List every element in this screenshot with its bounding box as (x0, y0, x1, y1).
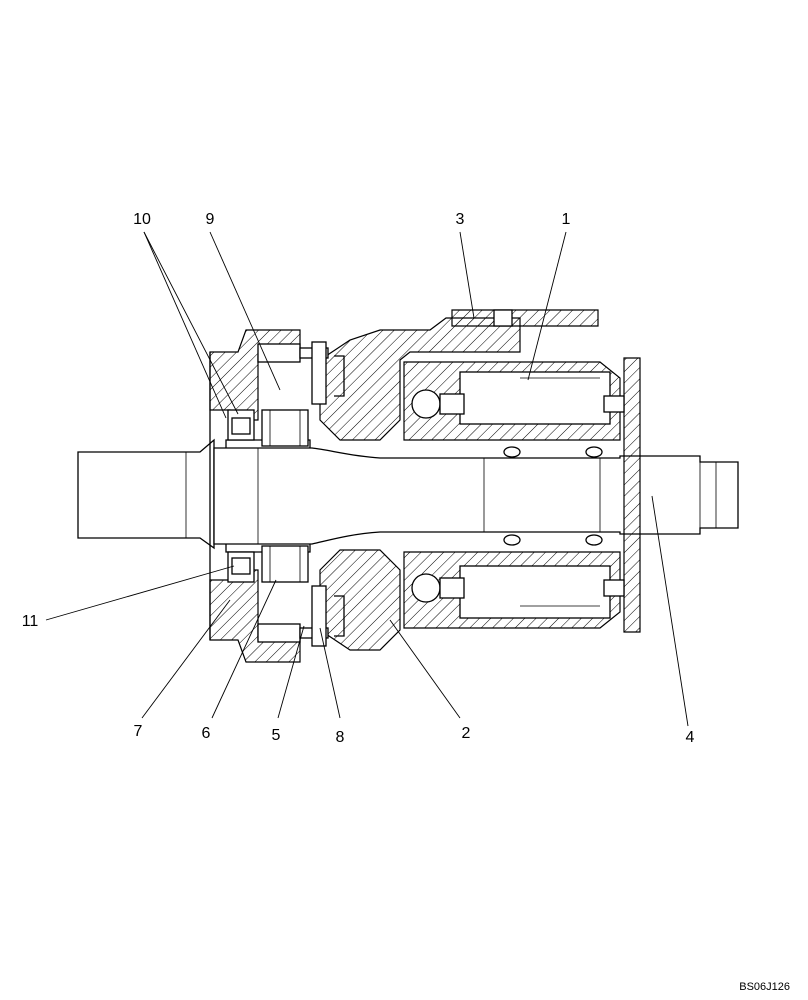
bearing-upper (227, 409, 255, 441)
o-ring-upper (503, 446, 603, 458)
piston-lower (411, 573, 465, 603)
mid-housing (319, 317, 521, 651)
callout-10: 10 (133, 211, 151, 228)
mounting-flange (451, 309, 599, 327)
leader-lines (45, 231, 689, 727)
callout-labels: 10 9 3 1 11 7 6 5 8 2 4 (22, 211, 695, 746)
callout-1: 1 (562, 211, 571, 228)
end-cover (603, 357, 641, 633)
piston-upper (411, 389, 465, 419)
callout-9: 9 (206, 211, 215, 228)
clip-lower (311, 585, 345, 647)
callout-3: 3 (456, 211, 465, 228)
callout-4: 4 (686, 729, 695, 746)
callout-2: 2 (462, 725, 471, 742)
callout-6: 6 (202, 725, 211, 742)
o-ring-lower (503, 534, 603, 546)
callout-11: 11 (22, 613, 39, 630)
main-shaft (213, 447, 739, 545)
roller-bearing-upper (261, 409, 309, 447)
clip-upper (311, 341, 345, 405)
input-shaft-stub (77, 438, 215, 550)
callout-5: 5 (272, 727, 281, 744)
bearing-lower (227, 551, 255, 583)
figure-code: BS06J126 (739, 981, 790, 993)
cylinder-block (403, 361, 621, 629)
callout-7: 7 (134, 723, 143, 740)
roller-bearing-lower (261, 545, 309, 583)
callout-8: 8 (336, 729, 345, 746)
